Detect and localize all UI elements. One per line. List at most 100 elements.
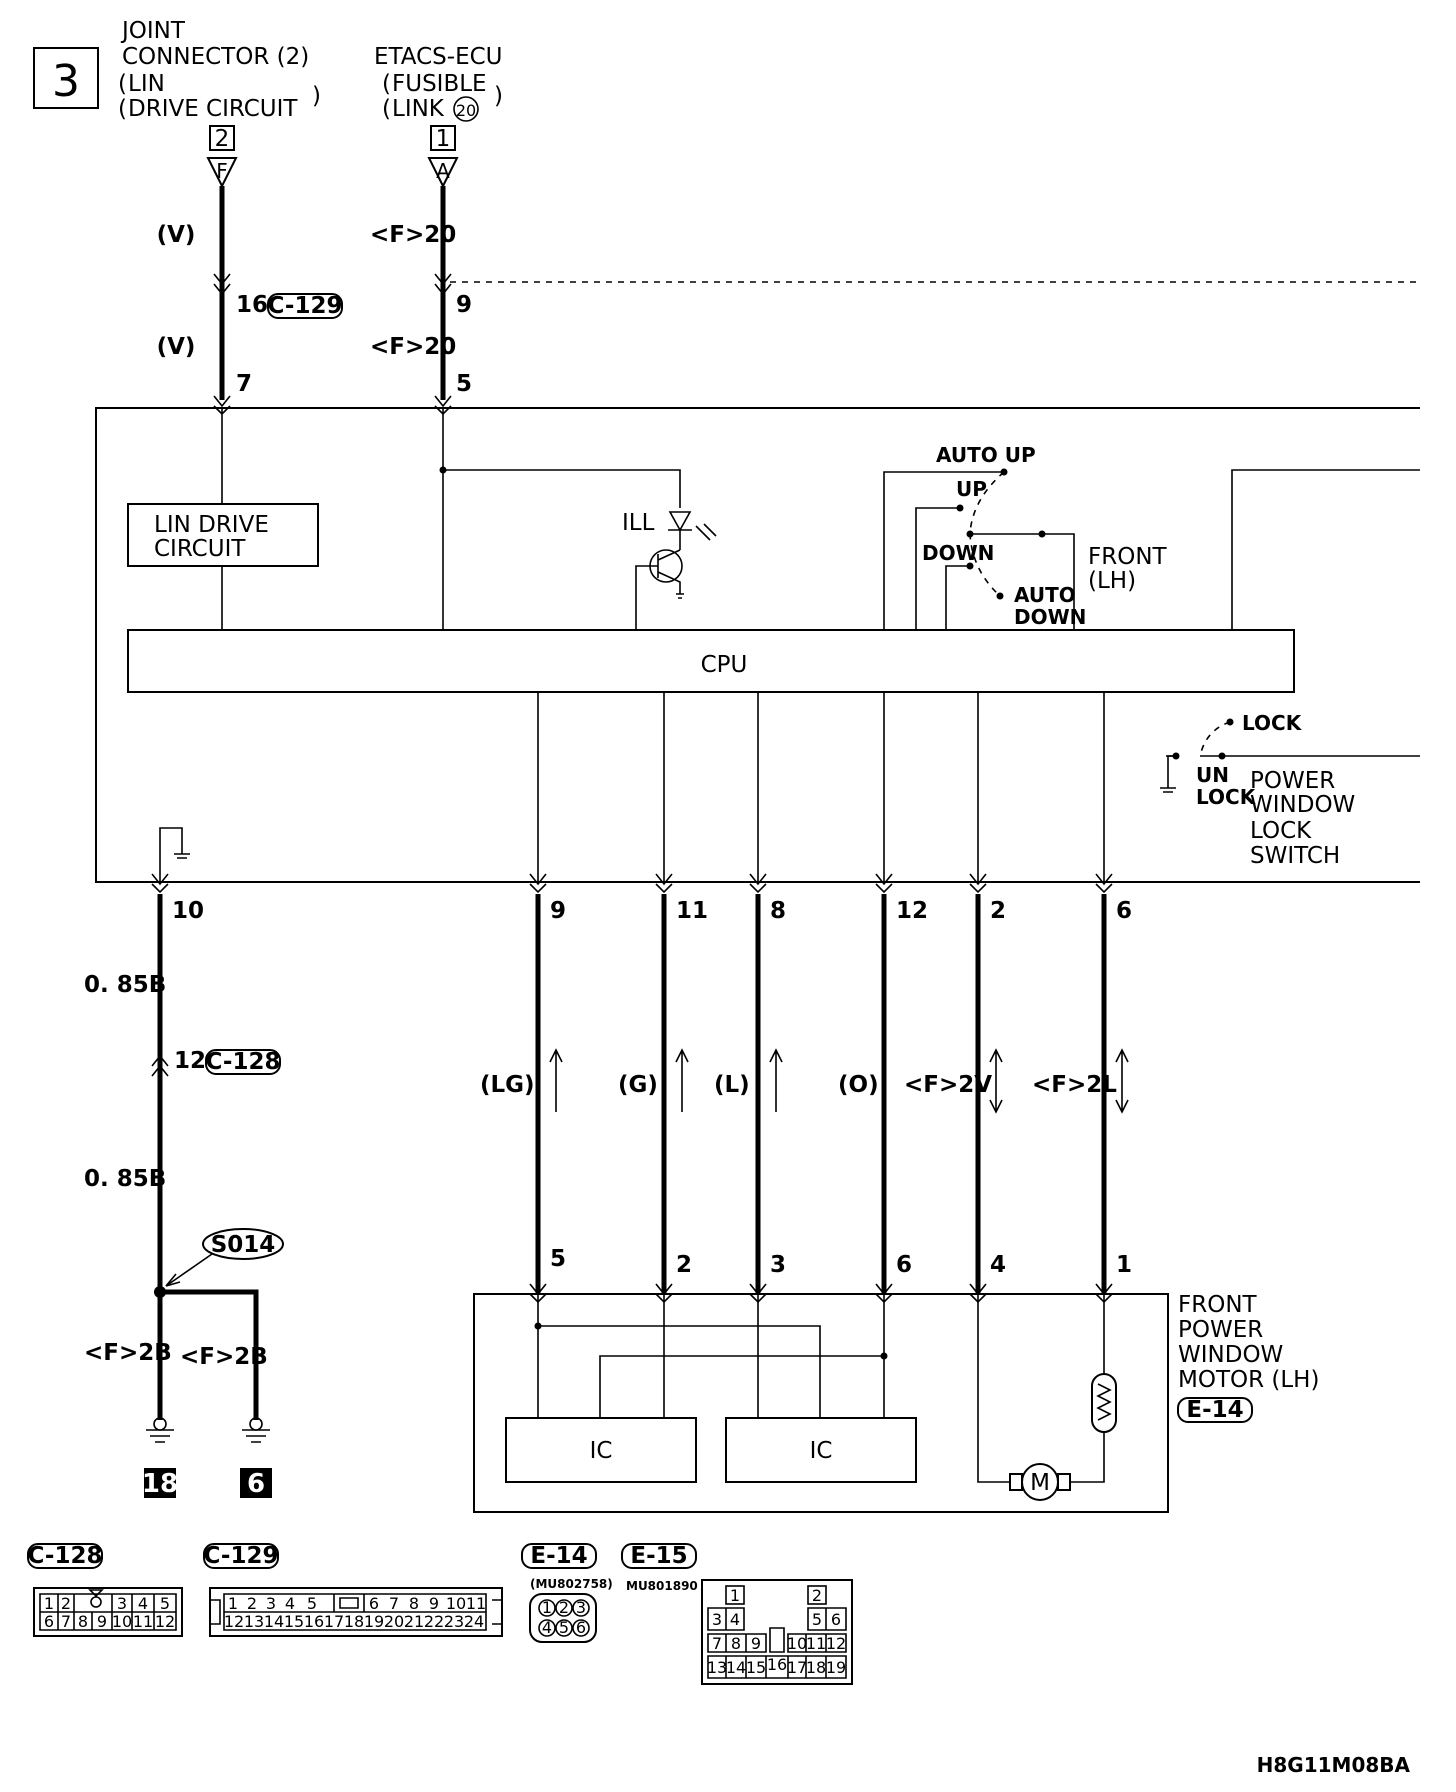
svg-text:): ) [312,83,321,109]
svg-text:20: 20 [456,101,476,120]
pin-8: 8 [770,898,786,924]
svg-text:1: 1 [542,1598,552,1617]
up-label: UP [956,477,987,501]
svg-text:13: 13 [707,1658,727,1677]
e15-title: E-15 [630,1543,687,1569]
lock-ground-icon [1160,755,1176,793]
ref-letter-f: F [216,159,228,183]
svg-text:11: 11 [466,1594,486,1613]
svg-text:8: 8 [78,1612,88,1631]
motor-symbol: M [1030,1470,1050,1496]
svg-text:17: 17 [787,1658,807,1677]
lin-drive-label-1: LIN DRIVE [154,512,269,538]
svg-text:12: 12 [826,1634,846,1653]
svg-text:8: 8 [409,1594,419,1613]
front-lh-label-2: (LH) [1088,568,1136,594]
motor-title-2: POWER [1178,1317,1263,1343]
conn-c129-label: C-129 [268,293,343,319]
unlock-label-1: UN [1196,763,1229,787]
cpu-box [127,629,1295,693]
svg-text:2: 2 [812,1586,822,1605]
figure-code: H8G11M08BA [1257,1753,1411,1777]
svg-text:1: 1 [228,1594,238,1613]
svg-text:7: 7 [712,1634,722,1653]
svg-text:6: 6 [831,1610,841,1629]
motor-title-4: MOTOR (LH) [1178,1367,1319,1393]
auto-down-label-1: AUTO [1014,583,1076,607]
svg-text:5: 5 [559,1618,569,1637]
svg-text:11: 11 [133,1612,153,1631]
c128-title: C-128 [28,1543,103,1569]
e15-tag [621,1543,697,1569]
svg-text:18: 18 [344,1612,364,1631]
svg-text:22: 22 [424,1612,444,1631]
svg-text:18: 18 [142,1469,178,1499]
c128-connector-face: 1 2 3 4 5 6 7 8 9 10 11 12 [33,1587,183,1637]
svg-text:(: ( [382,71,391,97]
svg-text:12: 12 [155,1612,175,1631]
page-number-box [33,47,99,109]
wire-color-l: (L) [714,1072,750,1098]
motor-icon [1021,1463,1059,1501]
svg-text:23: 23 [444,1612,464,1631]
wire-f2b-left: <F>2B [84,1340,172,1366]
svg-text:): ) [494,83,503,109]
svg-text:4: 4 [730,1610,740,1629]
e14-title: E-14 [530,1543,587,1569]
pw-lock-label-2: WINDOW [1250,792,1355,818]
svg-text:FUSIBLE: FUSIBLE [392,71,487,97]
wire-color-f20-1: <F>20 [370,222,456,248]
svg-text:16: 16 [767,1655,787,1674]
wire-color-v1: (V) [157,222,196,248]
svg-text:7: 7 [389,1594,399,1613]
svg-text:CONNECTOR (2): CONNECTOR (2) [122,44,309,70]
pin-7: 7 [236,371,252,397]
svg-text:12: 12 [224,1612,244,1631]
svg-text:17: 17 [324,1612,344,1631]
ground-point-18 [144,1468,176,1498]
svg-text:7: 7 [61,1612,71,1631]
cpu-label: CPU [701,652,748,678]
svg-text:1: 1 [44,1594,54,1613]
svg-text:6: 6 [369,1594,379,1613]
ptc-thermistor-icon [1091,1373,1117,1433]
wire-color-f2l: <F>2L [1032,1072,1117,1098]
etacs-label: ETACS-ECU ( FUSIBLE ( LINK 20 ) [374,44,503,122]
joint-connector-label: JOINT CONNECTOR (2) ( LIN ( DRIVE CIRCUI… [118,18,321,122]
joint-mark-9 [434,273,452,296]
conn-c128-label: C-128 [206,1049,281,1075]
wire-085b-2: 0. 85B [84,1166,166,1192]
ref-triangle-a [427,157,459,189]
svg-text:10: 10 [446,1594,466,1613]
svg-text:3: 3 [266,1594,276,1613]
svg-text:LINK: LINK [392,96,445,122]
svg-text:2: 2 [61,1594,71,1613]
c129-title: C-129 [204,1543,279,1569]
ground-symbol-right-icon [242,1417,270,1443]
svg-text:(: ( [118,96,127,122]
signal-direction-arrows [549,1048,1129,1114]
motor-pin-2: 2 [676,1252,692,1278]
splice-s014-tag [202,1228,284,1260]
ill-led-icon [668,511,692,532]
joint-mark-c129 [213,273,231,296]
svg-text:15: 15 [284,1612,304,1631]
svg-text:13: 13 [244,1612,264,1631]
svg-text:11: 11 [806,1634,826,1653]
ground-symbol-left-icon [146,1417,174,1443]
svg-text:LIN: LIN [128,71,165,97]
lower-pin-marks [151,873,1113,894]
page-ref-box-2 [209,125,235,151]
wire-color-f2v: <F>2V [904,1072,992,1098]
wire-085b-1: 0. 85B [84,972,166,998]
ic-label-1: IC [590,1438,613,1464]
ref-letter-a: A [436,159,450,183]
front-lh-label-1: FRONT [1088,544,1168,570]
pin-12: 12 [896,898,928,924]
svg-text:9: 9 [751,1634,761,1653]
svg-text:10: 10 [112,1612,132,1631]
unlock-label-2: LOCK [1196,785,1257,809]
pw-lock-label-3: LOCK [1250,818,1312,844]
conn-c128-tag [205,1049,281,1075]
pin-6: 6 [1116,898,1132,924]
